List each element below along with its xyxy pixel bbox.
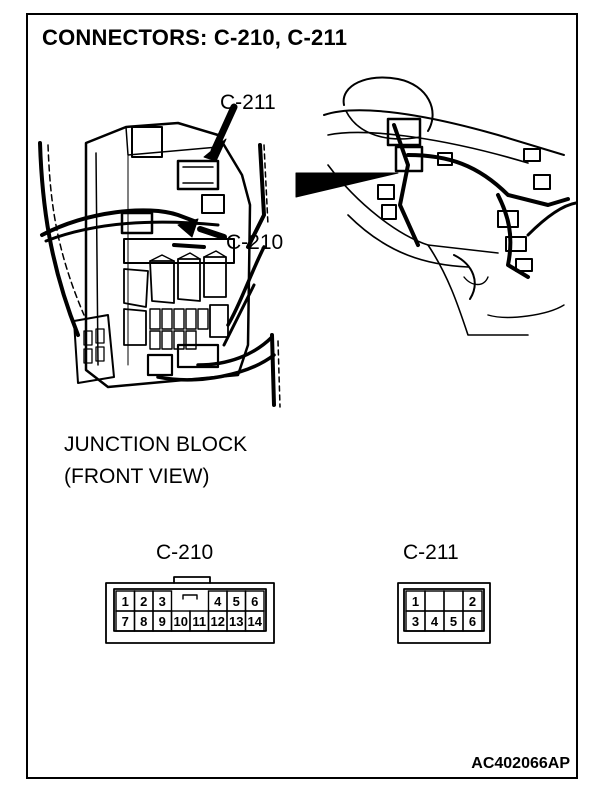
c210-pin-1: 1 bbox=[122, 594, 129, 609]
c210-pin-8: 8 bbox=[140, 614, 147, 629]
c210-pin-10: 10 bbox=[174, 614, 188, 629]
c211-pin-5: 5 bbox=[450, 614, 457, 629]
c210-pin-2: 2 bbox=[140, 594, 147, 609]
c210-pin-12: 12 bbox=[211, 614, 225, 629]
callout-c211-label: C-211 bbox=[220, 91, 276, 114]
c210-pin-4: 4 bbox=[214, 594, 222, 609]
c210-pin-3: 3 bbox=[159, 594, 166, 609]
c210-pin-9: 9 bbox=[159, 614, 166, 629]
junction-block-illustration bbox=[38, 103, 281, 408]
front-view-caption: (FRONT VIEW) bbox=[64, 465, 210, 488]
c211-pin-3: 3 bbox=[412, 614, 419, 629]
c211-pin-4: 4 bbox=[431, 614, 439, 629]
c210-pin-14: 14 bbox=[248, 614, 263, 629]
c210-pin-cell bbox=[244, 610, 265, 632]
c210-pin-7: 7 bbox=[122, 614, 129, 629]
c210-pin-5: 5 bbox=[233, 594, 240, 609]
c211-connector-label: C-211 bbox=[403, 541, 459, 564]
c211-pin-cell bbox=[443, 590, 464, 612]
c210-pin-11: 11 bbox=[192, 614, 206, 629]
c211-pin-cell bbox=[424, 590, 445, 612]
figure-code: AC402066AP bbox=[471, 755, 570, 772]
page-title: CONNECTORS: C-210, C-211 bbox=[42, 25, 348, 50]
c211-pin-1: 1 bbox=[412, 594, 419, 609]
junction-block-caption: JUNCTION BLOCK bbox=[64, 433, 248, 456]
c210-pin-6: 6 bbox=[251, 594, 258, 609]
callout-c210-label: C-210 bbox=[226, 231, 284, 254]
c210-connector-outline bbox=[105, 576, 275, 644]
dashboard-location-illustration bbox=[295, 76, 576, 336]
c211-pin-6: 6 bbox=[469, 614, 476, 629]
c210-connector-label: C-210 bbox=[156, 541, 214, 564]
c211-pin-2: 2 bbox=[469, 594, 476, 609]
c211-pin-cell bbox=[462, 610, 483, 632]
c210-pin-13: 13 bbox=[229, 614, 243, 629]
